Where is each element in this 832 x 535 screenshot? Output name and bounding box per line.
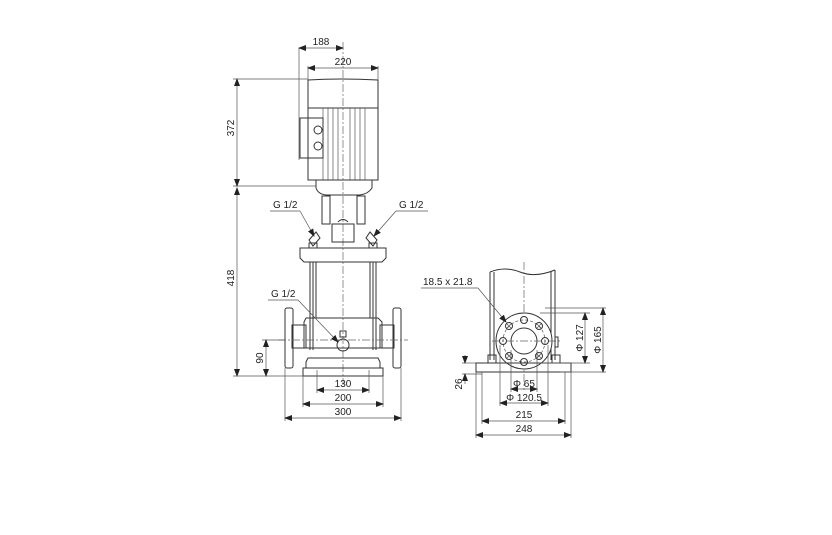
cable-gland-icon xyxy=(313,141,323,151)
motor-flange xyxy=(315,179,373,196)
label-bolt-holes: 18.5 x 21.8 xyxy=(423,277,473,288)
inlet-pipe xyxy=(291,324,307,349)
leader-bolt-holes xyxy=(477,287,507,323)
label-vent-left: G 1/2 xyxy=(273,200,298,211)
leader-vent-right xyxy=(373,210,397,237)
pipe-break xyxy=(489,268,556,276)
outlet-flange xyxy=(392,307,402,369)
dim-188: 188 xyxy=(313,37,330,48)
bolt-holes xyxy=(499,316,549,366)
motor-fan-cover xyxy=(307,78,379,109)
flange-tab xyxy=(554,336,559,348)
terminal-box xyxy=(299,117,324,159)
dim-220: 220 xyxy=(335,57,352,68)
dim-26: 26 xyxy=(454,378,465,390)
coupling-guard-right xyxy=(356,195,366,225)
dim-372: 372 xyxy=(226,119,237,136)
side-view: 188 220 372 418 90 130 200 300 xyxy=(226,37,428,421)
coupling-guard-left xyxy=(321,195,331,225)
dim-215: 215 xyxy=(516,410,533,421)
dim-130: 130 xyxy=(335,379,352,390)
outlet-pipe xyxy=(379,324,395,349)
base-plate xyxy=(302,367,384,377)
dim-200: 200 xyxy=(335,393,352,404)
dim-248: 248 xyxy=(516,424,533,435)
leader-vent-left xyxy=(299,210,315,237)
base-view: 18.5 x 21.8 Φ 127 Φ 165 26 Φ 65 Φ 120.5 … xyxy=(421,262,606,438)
base-plate xyxy=(475,362,572,373)
dim-300: 300 xyxy=(335,407,352,418)
vent-plug-left xyxy=(308,231,321,249)
coupling xyxy=(331,223,355,243)
dim-120-5: Φ 120.5 xyxy=(506,393,542,404)
inlet-flange xyxy=(284,307,294,369)
dim-65: Φ 65 xyxy=(513,379,535,390)
dim-418: 418 xyxy=(226,269,237,286)
label-vent-right: G 1/2 xyxy=(399,200,424,211)
drain-plug xyxy=(336,338,350,352)
pump-head xyxy=(299,247,387,263)
coupling-mark xyxy=(337,219,349,223)
cable-gland-icon xyxy=(313,125,323,135)
dim-165: Φ 165 xyxy=(593,326,604,354)
dim-127: Φ 127 xyxy=(575,324,586,352)
label-drain: G 1/2 xyxy=(271,289,296,300)
leader-drain xyxy=(297,299,339,343)
dim-90: 90 xyxy=(255,352,266,364)
motor-cooling-fins xyxy=(322,108,366,180)
